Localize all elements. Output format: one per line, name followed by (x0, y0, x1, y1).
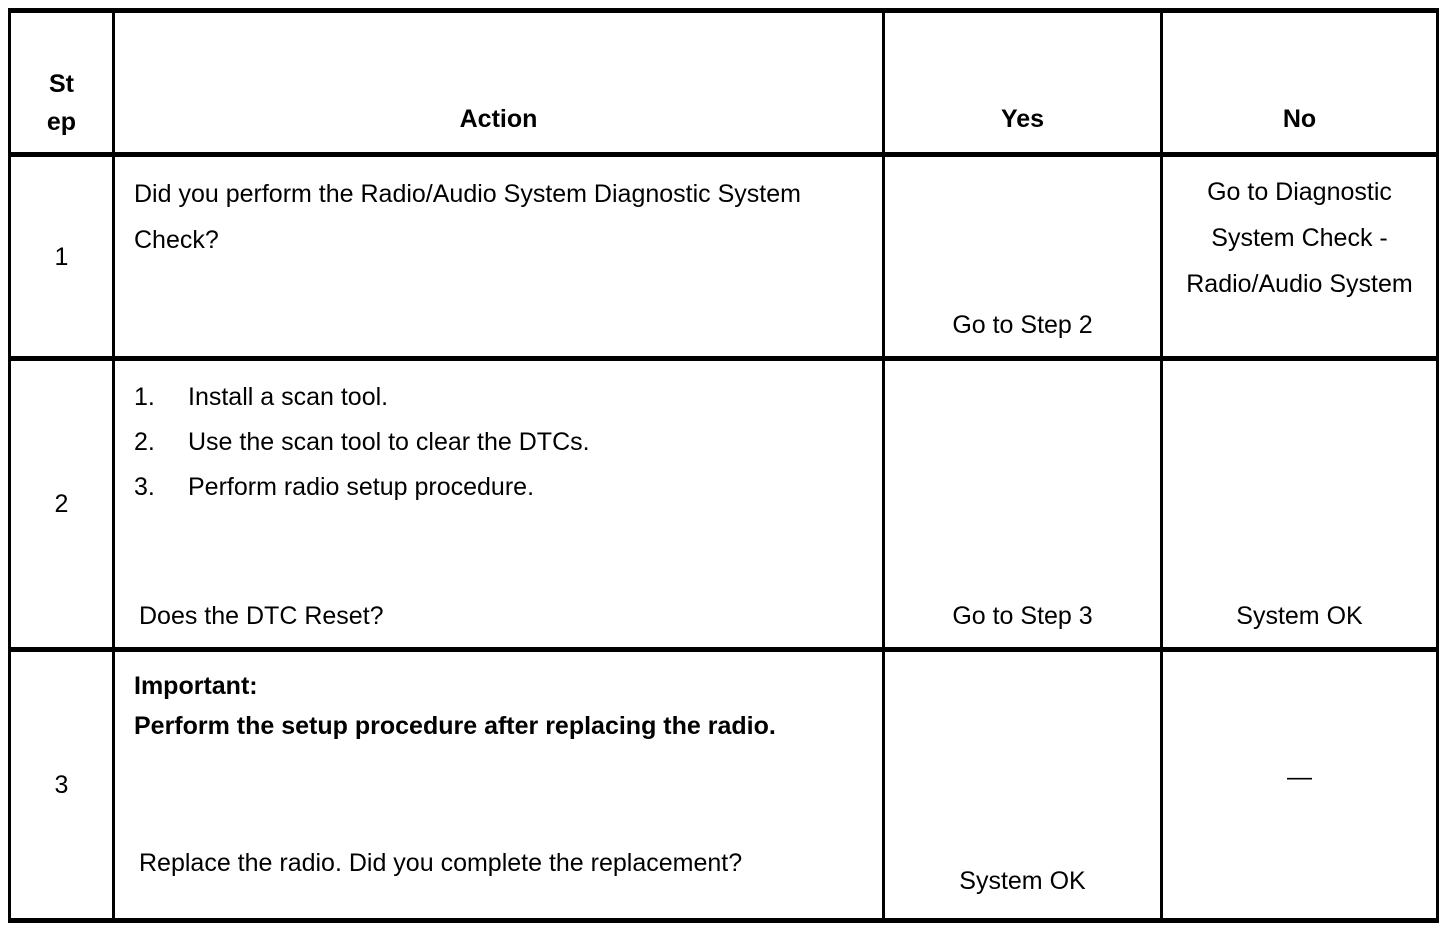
step-number: 2 (54, 490, 69, 518)
list-item-text: Install a scan tool. (188, 383, 389, 411)
list-item-text: Perform radio setup procedure. (188, 473, 535, 501)
action-cell: 1. Install a scan tool. 2. Use the scan … (112, 356, 885, 652)
action-question: Replace the radio. Did you complete the … (139, 849, 743, 877)
list-item: 1. Install a scan tool. (134, 375, 870, 420)
list-item-number: 1. (134, 383, 155, 411)
list-item-number: 2. (134, 428, 155, 456)
list-item: 3. Perform radio setup procedure. (134, 465, 870, 510)
column-header-no: No (1160, 8, 1439, 157)
column-header-step: St ep (8, 8, 115, 157)
action-text: Did you perform the Radio/Audio System D… (134, 180, 801, 254)
no-cell: — (1160, 647, 1439, 923)
step-number: 1 (54, 242, 69, 271)
column-header-step-line2: ep (46, 108, 77, 136)
column-header-step-line1: St (49, 70, 74, 98)
action-cell: Important: Perform the setup procedure a… (112, 647, 885, 923)
list-item-text: Use the scan tool to clear the DTCs. (188, 428, 590, 456)
step-cell: 3 (8, 647, 115, 923)
table-row: 2 1. Install a scan tool. 2. Use the sca… (8, 356, 1439, 652)
important-label: Important: (134, 672, 258, 700)
table-header-row: St ep Action Yes No (8, 8, 1439, 157)
no-cell: Go to Diagnostic System Check - Radio/Au… (1160, 152, 1439, 361)
column-header-yes: Yes (882, 8, 1163, 157)
column-header-yes-label: Yes (1000, 105, 1045, 133)
important-notice: Important: Perform the setup procedure a… (134, 666, 870, 746)
no-answer: Go to Diagnostic System Check - Radio/Au… (1186, 178, 1413, 298)
action-steps-list: 1. Install a scan tool. 2. Use the scan … (134, 375, 870, 510)
yes-cell: Go to Step 3 (882, 356, 1163, 652)
yes-cell: System OK (882, 647, 1163, 923)
no-answer: System OK (1236, 602, 1363, 630)
list-item-number: 3. (134, 473, 155, 501)
yes-answer: System OK (959, 867, 1086, 895)
important-text: Perform the setup procedure after replac… (134, 712, 776, 740)
table-row: 3 Important: Perform the setup procedure… (8, 647, 1439, 923)
action-cell: Did you perform the Radio/Audio System D… (112, 152, 885, 361)
column-header-action: Action (112, 8, 885, 157)
list-item: 2. Use the scan tool to clear the DTCs. (134, 420, 870, 465)
step-number: 3 (54, 771, 69, 799)
step-cell: 1 (8, 152, 115, 361)
yes-answer: Go to Step 2 (952, 311, 1093, 339)
yes-answer: Go to Step 3 (952, 602, 1093, 630)
yes-cell: Go to Step 2 (882, 152, 1163, 361)
diagnostic-procedure-table: St ep Action Yes No 1 (8, 8, 1439, 923)
no-cell: System OK (1160, 356, 1439, 652)
action-question: Does the DTC Reset? (139, 602, 384, 630)
table-row: 1 Did you perform the Radio/Audio System… (8, 152, 1439, 361)
column-header-no-label: No (1282, 105, 1317, 133)
column-header-action-label: Action (459, 105, 538, 133)
no-answer: — (1287, 763, 1312, 792)
step-cell: 2 (8, 356, 115, 652)
